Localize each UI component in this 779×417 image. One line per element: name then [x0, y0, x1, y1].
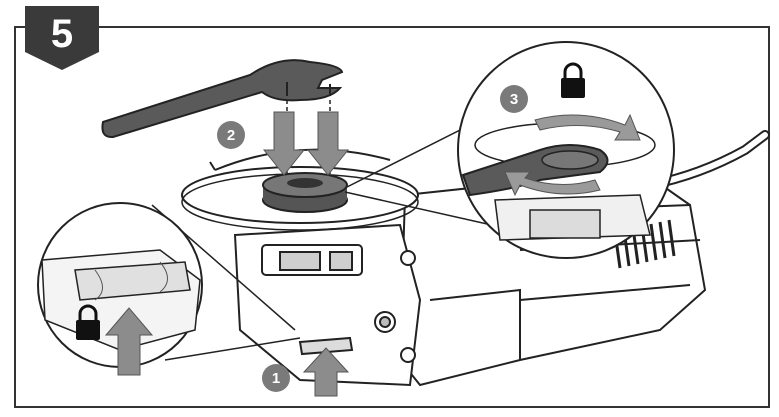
- callout-2-label: 2: [227, 127, 235, 144]
- callout-1-label: 1: [272, 370, 280, 387]
- padlock-icon: [561, 62, 585, 98]
- step-number: 5: [50, 12, 74, 56]
- rotate-arrow-icon: [504, 113, 641, 197]
- callout-1: 1: [262, 364, 290, 392]
- arrow-up-icon: [302, 347, 350, 397]
- spanner-wrench: [101, 59, 344, 175]
- illustration-frame: [14, 26, 770, 408]
- flange-nut: [262, 172, 348, 213]
- arrow-down-icon: [262, 111, 350, 176]
- callout-3: 3: [500, 85, 528, 113]
- gear-head: [233, 223, 422, 387]
- padlock-icon: [76, 304, 100, 340]
- callout-2: 2: [217, 121, 245, 149]
- spindle-lock-detail: [37, 202, 301, 376]
- step-badge: 5: [25, 6, 99, 70]
- callout-3-label: 3: [510, 91, 518, 108]
- tighten-nut-detail: 3: [344, 41, 675, 259]
